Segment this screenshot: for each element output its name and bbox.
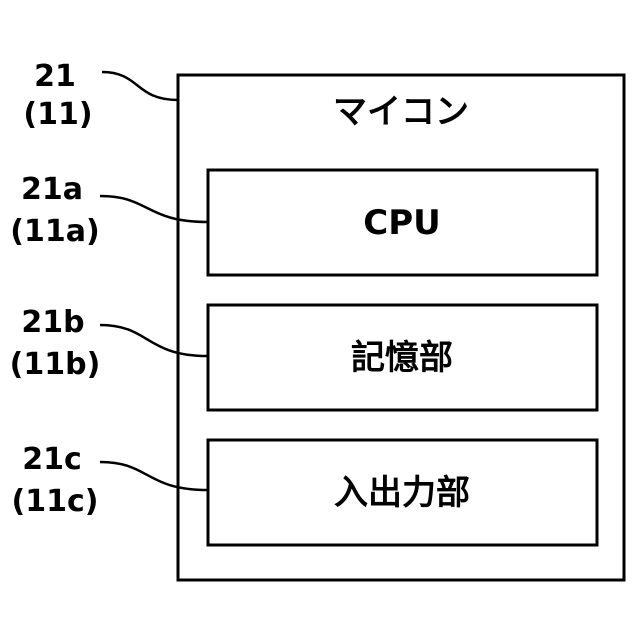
microcomputer-title: マイコン <box>333 92 469 132</box>
ref-cpu-paren: (11a) <box>10 214 99 249</box>
ref-memory: 21b <box>21 305 84 340</box>
ref-io: 21c <box>22 442 82 477</box>
leader-microcomputer <box>102 72 178 100</box>
leader-memory <box>100 325 208 356</box>
ref-microcomputer: 21 <box>34 59 76 94</box>
leader-io <box>100 462 208 490</box>
cpu-label: CPU <box>363 203 440 243</box>
ref-memory-paren: (11b) <box>10 347 101 382</box>
memory-label: 記憶部 <box>351 338 453 378</box>
leader-cpu <box>100 196 208 222</box>
io-label: 入出力部 <box>334 473 470 513</box>
ref-cpu: 21a <box>21 172 83 207</box>
ref-io-paren: (11c) <box>12 484 99 519</box>
ref-microcomputer-paren: (11) <box>23 97 92 132</box>
